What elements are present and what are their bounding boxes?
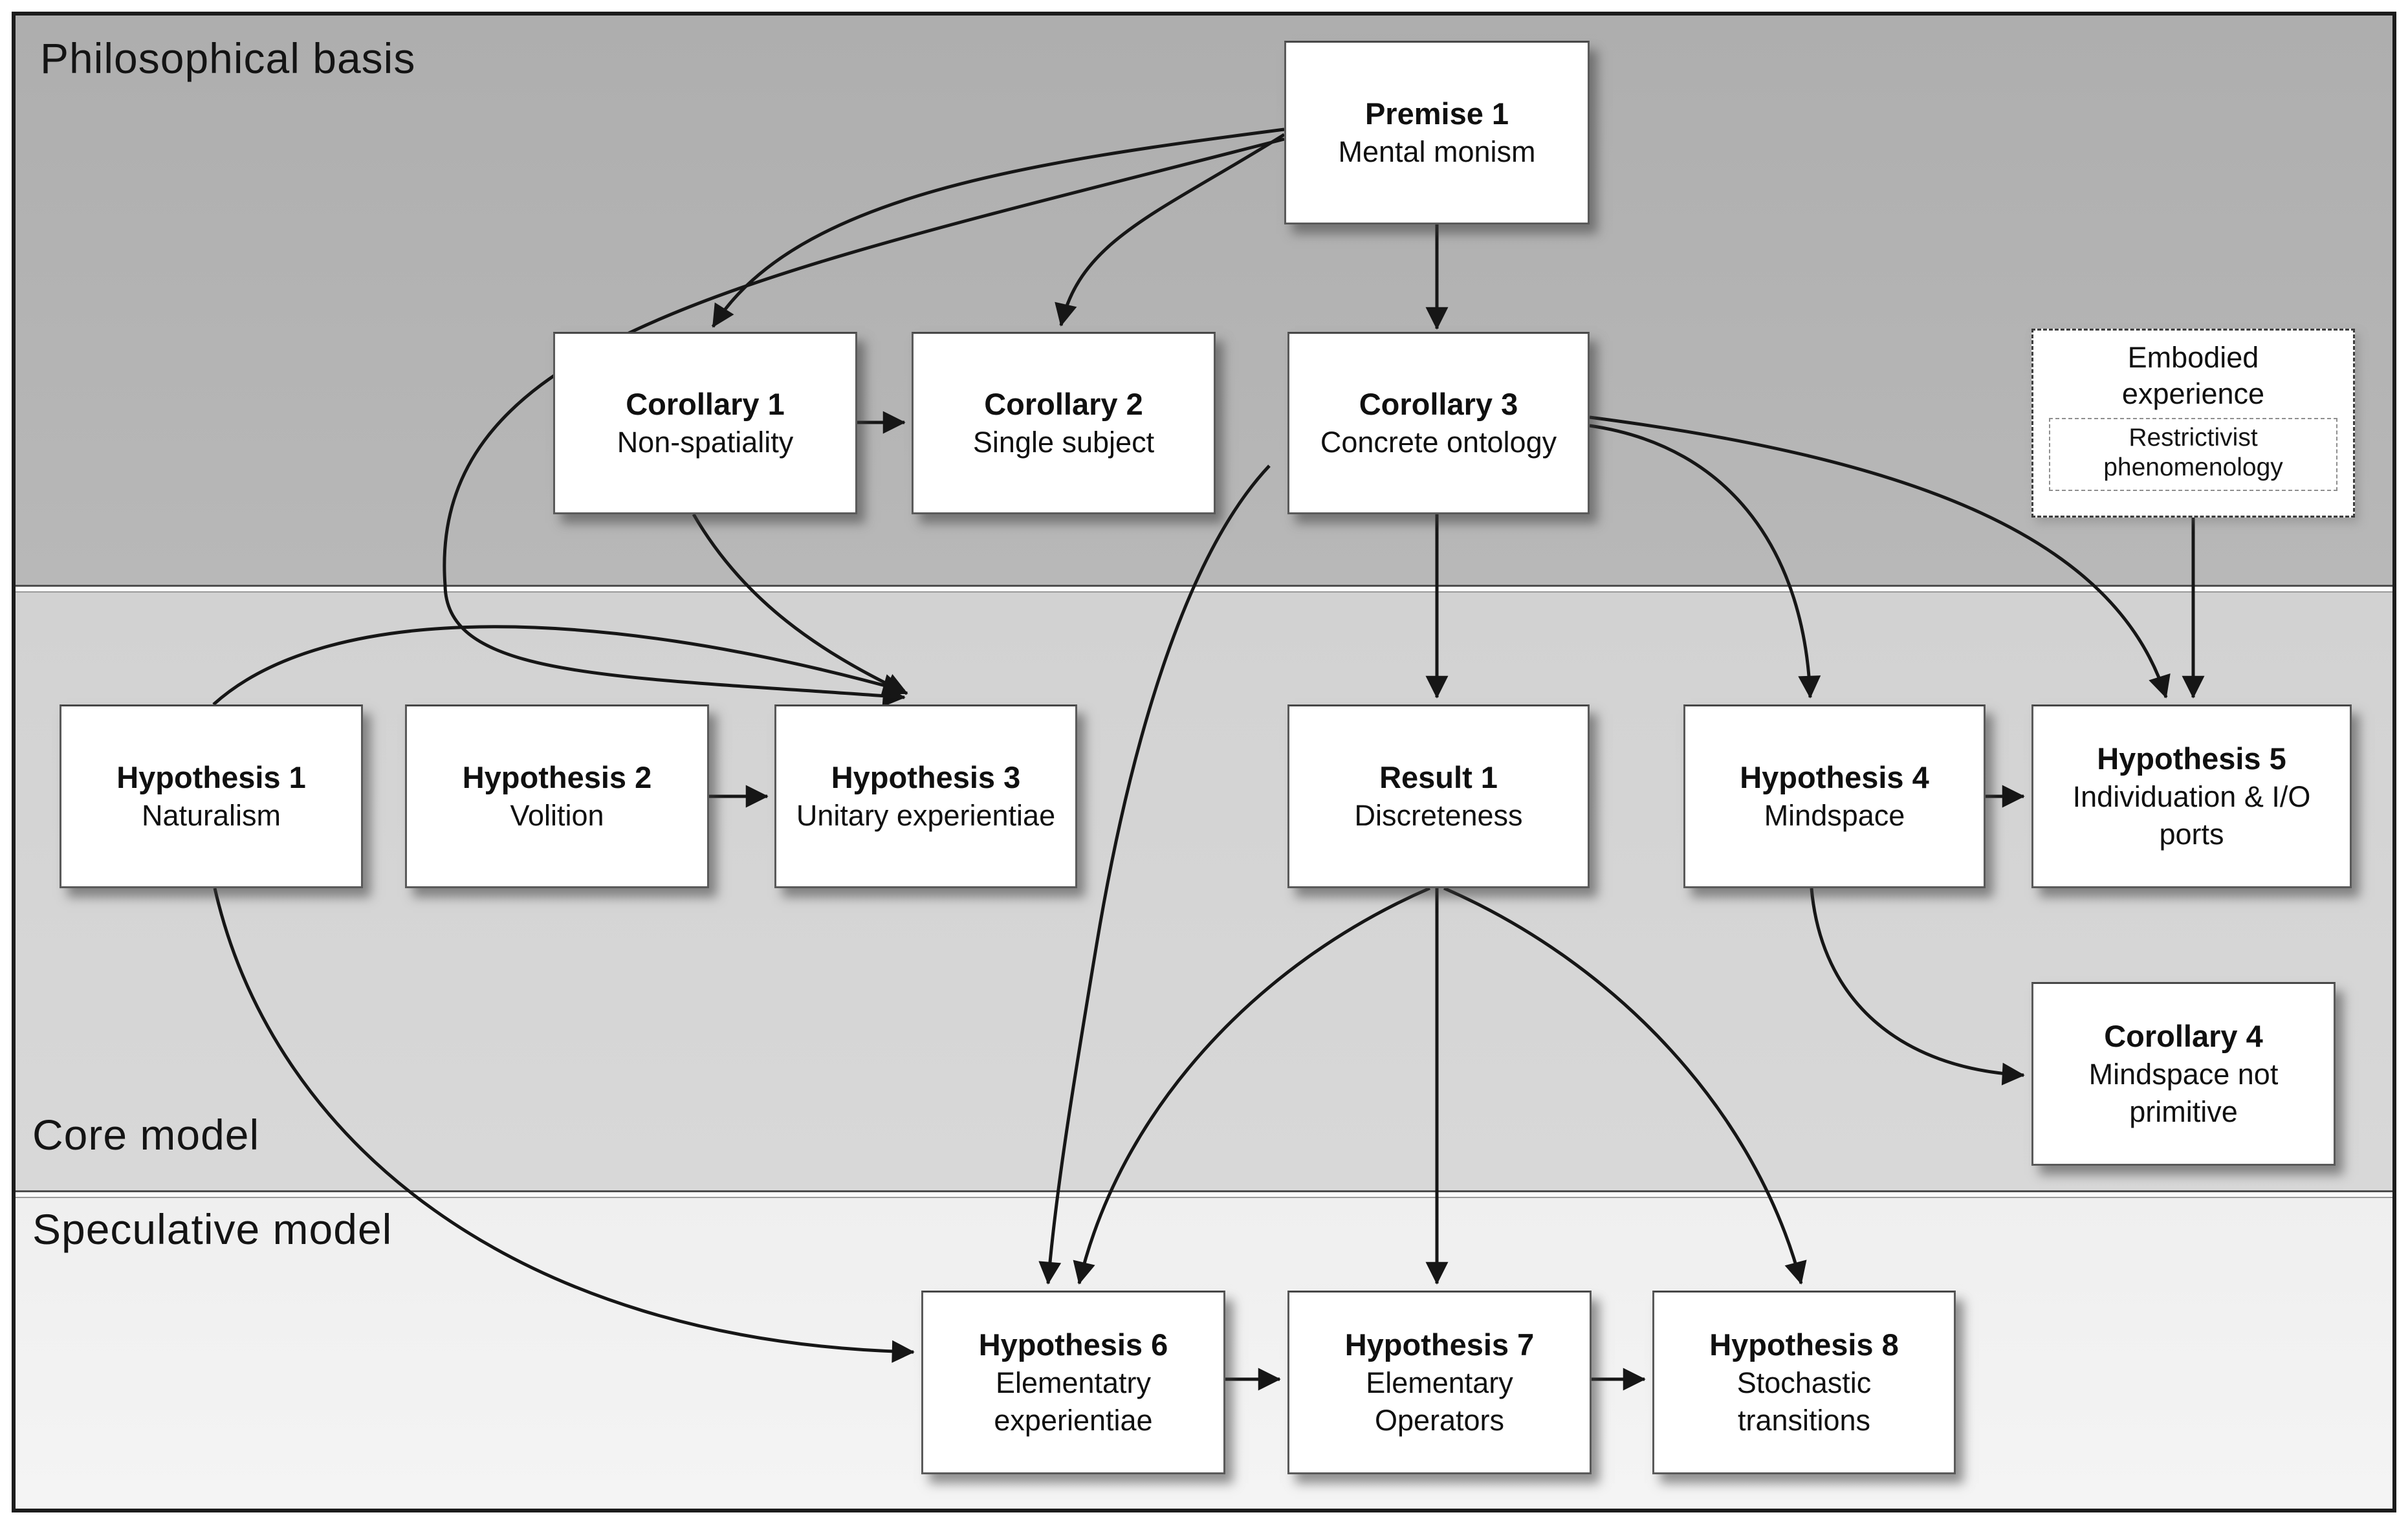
node-title: Corollary 4 — [2104, 1019, 2263, 1054]
node-title: Hypothesis 2 — [462, 760, 652, 795]
edge-hypothesis4-corollary4 — [1810, 888, 2025, 1086]
node-corollary-4: Corollary 4 Mindspace not primitive — [2031, 982, 2336, 1166]
node-title: Corollary 1 — [626, 387, 785, 422]
node-subtitle: Individuation & I/O ports — [2072, 780, 2311, 851]
node-subtitle: Discreteness — [1354, 799, 1523, 833]
node-hypothesis-5: Hypothesis 5 Individuation & I/O ports — [2031, 704, 2352, 888]
node-title: Hypothesis 4 — [1740, 760, 1929, 795]
node-title: Corollary 2 — [984, 387, 1143, 422]
edge-hypothesis1-hypothesis6 — [213, 888, 915, 1363]
edge-premise1-corollary2 — [1055, 133, 1286, 327]
node-premise-1: Premise 1 Mental monism — [1284, 41, 1590, 224]
node-subtitle: Stochastic transitions — [1736, 1366, 1872, 1437]
node-subtitle: Mindspace not primitive — [2088, 1058, 2279, 1129]
node-title: Result 1 — [1379, 760, 1498, 795]
node-corollary-1: Corollary 1 Non-spatiality — [553, 332, 857, 514]
node-subtitle: Mindspace — [1764, 799, 1905, 833]
node-subtitle: Elementary Operators — [1366, 1366, 1513, 1437]
node-hypothesis-7: Hypothesis 7 Elementary Operators — [1287, 1291, 1592, 1474]
band-core-model — [16, 591, 2392, 1190]
node-subtitle: Single subject — [972, 426, 1155, 459]
node-hypothesis-8: Hypothesis 8 Stochastic transitions — [1652, 1291, 1956, 1474]
edge-result1-hypothesis6 — [1073, 886, 1430, 1285]
node-hypothesis-6: Hypothesis 6 Elementatry experientiae — [921, 1291, 1225, 1474]
node-title: Corollary 3 — [1359, 387, 1518, 422]
node-result-1: Result 1 Discreteness — [1287, 704, 1590, 888]
node-title: Hypothesis 8 — [1709, 1327, 1899, 1362]
node-title: Embodied experience — [2121, 341, 2265, 411]
band-label-core-model: Core model — [32, 1111, 260, 1159]
node-title: Premise 1 — [1364, 96, 1509, 131]
node-subtitle: Concrete ontology — [1320, 426, 1557, 459]
node-title: Hypothesis 6 — [978, 1327, 1168, 1362]
node-title: Hypothesis 5 — [2097, 741, 2286, 776]
node-subtitle: Unitary experientiae — [796, 799, 1056, 833]
node-hypothesis-4: Hypothesis 4 Mindspace — [1683, 704, 1986, 888]
node-hypothesis-1: Hypothesis 1 Naturalism — [60, 704, 363, 888]
node-title: Hypothesis 1 — [116, 760, 306, 795]
node-hypothesis-3: Hypothesis 3 Unitary experientiae — [774, 704, 1077, 888]
edge-premise1-corollary1 — [711, 127, 1285, 328]
band-separator — [16, 1190, 2392, 1198]
edge-hypothesis1-hypothesis3 — [212, 625, 906, 706]
edge-corollary3-hypothesis6 — [1038, 464, 1271, 1285]
band-separator — [16, 585, 2392, 593]
node-title: Hypothesis 3 — [831, 760, 1021, 795]
edge-corollary3-hypothesis4 — [1589, 424, 1821, 699]
node-subtitle: Volition — [510, 799, 604, 833]
node-embodied-experience: Embodied experience Restrictivist phenom… — [2031, 329, 2355, 518]
edge-corollary1-hypothesis3 — [692, 513, 908, 695]
node-subtitle: Non-spatiality — [617, 426, 794, 459]
edge-corollary3-hypothesis5 — [1589, 415, 2171, 699]
node-hypothesis-2: Hypothesis 2 Volition — [405, 704, 709, 888]
node-subtitle: Elementatry experientiae — [994, 1366, 1153, 1437]
edge-premise1-hypothesis3 — [443, 137, 1285, 708]
node-title: Hypothesis 7 — [1344, 1327, 1535, 1362]
node-subtitle: Naturalism — [141, 799, 281, 833]
band-label-philosophical-basis: Philosophical basis — [40, 34, 416, 82]
node-subtitle: Mental monism — [1338, 135, 1536, 169]
edge-result1-hypothesis8 — [1443, 886, 1807, 1285]
band-label-speculative-model: Speculative model — [32, 1205, 393, 1253]
node-corollary-3: Corollary 3 Concrete ontology — [1287, 332, 1590, 514]
node-corollary-2: Corollary 2 Single subject — [912, 332, 1216, 514]
node-restrictivist-phenomenology: Restrictivist phenomenology — [2049, 417, 2337, 492]
